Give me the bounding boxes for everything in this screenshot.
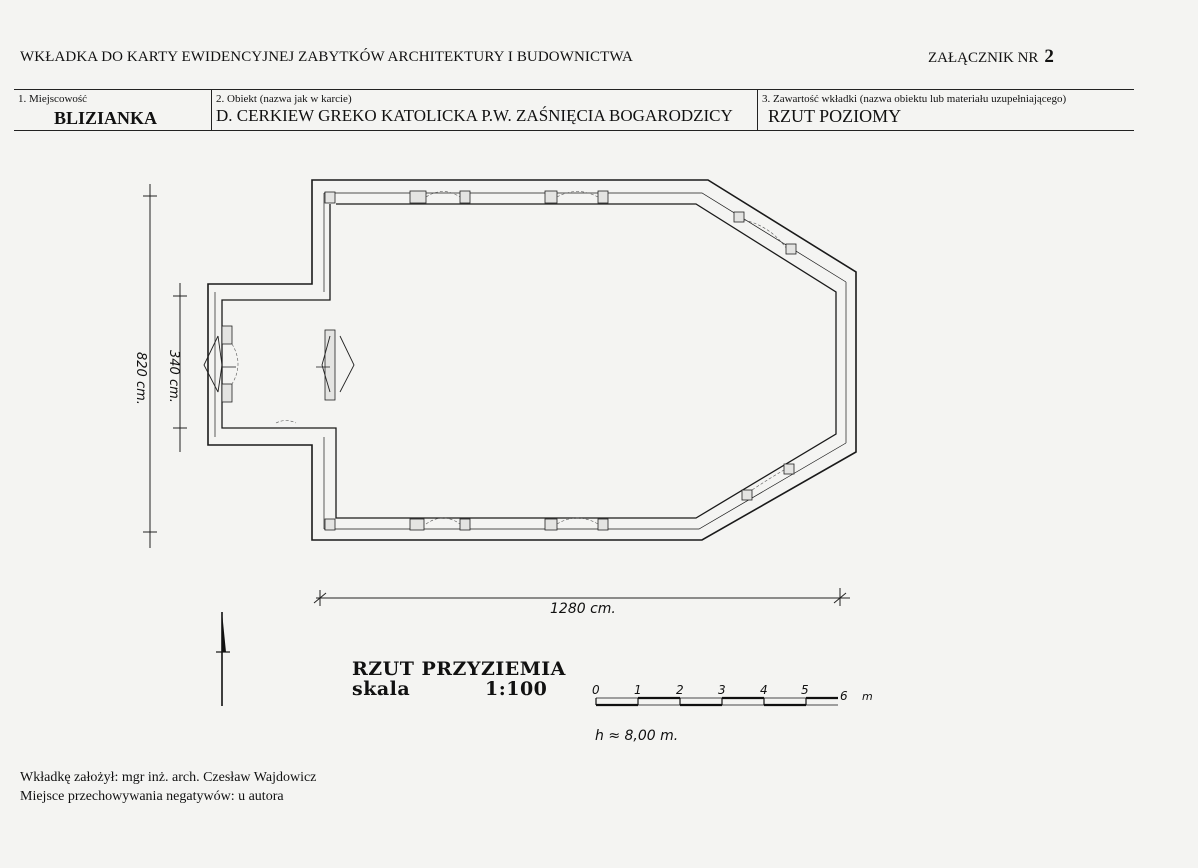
object-cell: 2. Obiekt (nazwa jak w karcie) D. CERKIE…	[211, 90, 758, 130]
object-value: D. CERKIEW GREKO KATOLICKA P.W. ZAŚNIĘCI…	[216, 106, 733, 125]
inner-wall	[221, 203, 837, 519]
scale-tick-label: 6	[840, 689, 848, 703]
dim-label-width: 1280 cm.	[550, 601, 616, 617]
wall-marker	[544, 518, 558, 531]
wall-marker	[544, 190, 558, 204]
annex-number: 2	[1044, 46, 1054, 67]
author-line: Wkładkę założył: mgr inż. arch. Czesław …	[20, 770, 317, 785]
wall-marker	[324, 518, 336, 531]
scale-tick-label: 1	[634, 683, 642, 697]
scale-tick-label: 2	[676, 683, 684, 697]
annex-label: ZAŁĄCZNIK NR 2	[928, 46, 1054, 68]
dim-label-porch: 340 cm.	[166, 350, 181, 403]
plan-scale-label: skala	[352, 678, 411, 700]
metadata-row: 1. Miejscowość BLIZIANKA 2. Obiekt (nazw…	[14, 89, 1134, 131]
negatives-line: Miejsce przechowywania negatywów: u auto…	[20, 789, 284, 804]
wall-hatch-porch	[214, 193, 325, 529]
dim-label-height: 820 cm.	[133, 352, 148, 405]
wall-marker	[221, 383, 233, 403]
wall-marker	[785, 243, 797, 255]
wall-marker	[783, 463, 795, 475]
wall-marker	[409, 190, 427, 204]
footer: Wkładkę założył: mgr inż. arch. Czesław …	[20, 768, 316, 806]
contents-value: RZUT POZIOMY	[768, 106, 902, 126]
wall-marker	[324, 191, 336, 204]
wall-marker	[409, 518, 425, 531]
annex-label-text: ZAŁĄCZNIK NR	[928, 50, 1039, 66]
wall-marker	[597, 190, 609, 204]
place-cell: 1. Miejscowość BLIZIANKA	[14, 90, 211, 130]
wall-marker	[733, 211, 745, 223]
scale-tick-label: 5	[801, 683, 809, 697]
wall-marker	[597, 518, 609, 531]
outer-wall	[207, 179, 857, 541]
scale-tick-label: 4	[760, 683, 768, 697]
wall-marker	[221, 325, 233, 345]
plan-title-block: RZUT PRZYZIEMIA skala 1:100	[352, 659, 566, 699]
plan-scale-value: 1:100	[485, 678, 548, 700]
west-door	[203, 335, 223, 393]
wall-hatch-bottom	[324, 442, 847, 530]
inner-door	[321, 335, 355, 393]
scale-tick-label: 0	[592, 683, 600, 697]
wall-marker	[459, 518, 471, 531]
place-label: 1. Miejscowość	[18, 93, 88, 105]
object-label: 2. Obiekt (nazwa jak w karcie)	[216, 93, 352, 105]
wall-hatch-top	[324, 192, 847, 283]
north-arrow-icon	[216, 612, 230, 706]
wall-marker	[741, 489, 753, 501]
wall-marker	[459, 190, 471, 204]
wall-marker	[324, 329, 336, 401]
place-value: BLIZIANKA	[54, 108, 158, 128]
contents-cell: 3. Zawartość wkładki (nazwa obiektu lub …	[757, 90, 1135, 130]
scale-bar: 0 1 2 3 4 5 6 m h ≈ 8,00 m.	[592, 683, 873, 744]
plan-title: RZUT PRZYZIEMIA	[352, 658, 566, 680]
height-note: h ≈ 8,00 m.	[595, 728, 678, 744]
contents-label: 3. Zawartość wkładki (nazwa obiektu lub …	[762, 93, 1067, 105]
scale-unit: m	[862, 690, 873, 703]
scale-tick-label: 3	[718, 683, 726, 697]
sheet-title: WKŁADKA DO KARTY EWIDENCYJNEJ ZABYTKÓW A…	[20, 49, 633, 65]
